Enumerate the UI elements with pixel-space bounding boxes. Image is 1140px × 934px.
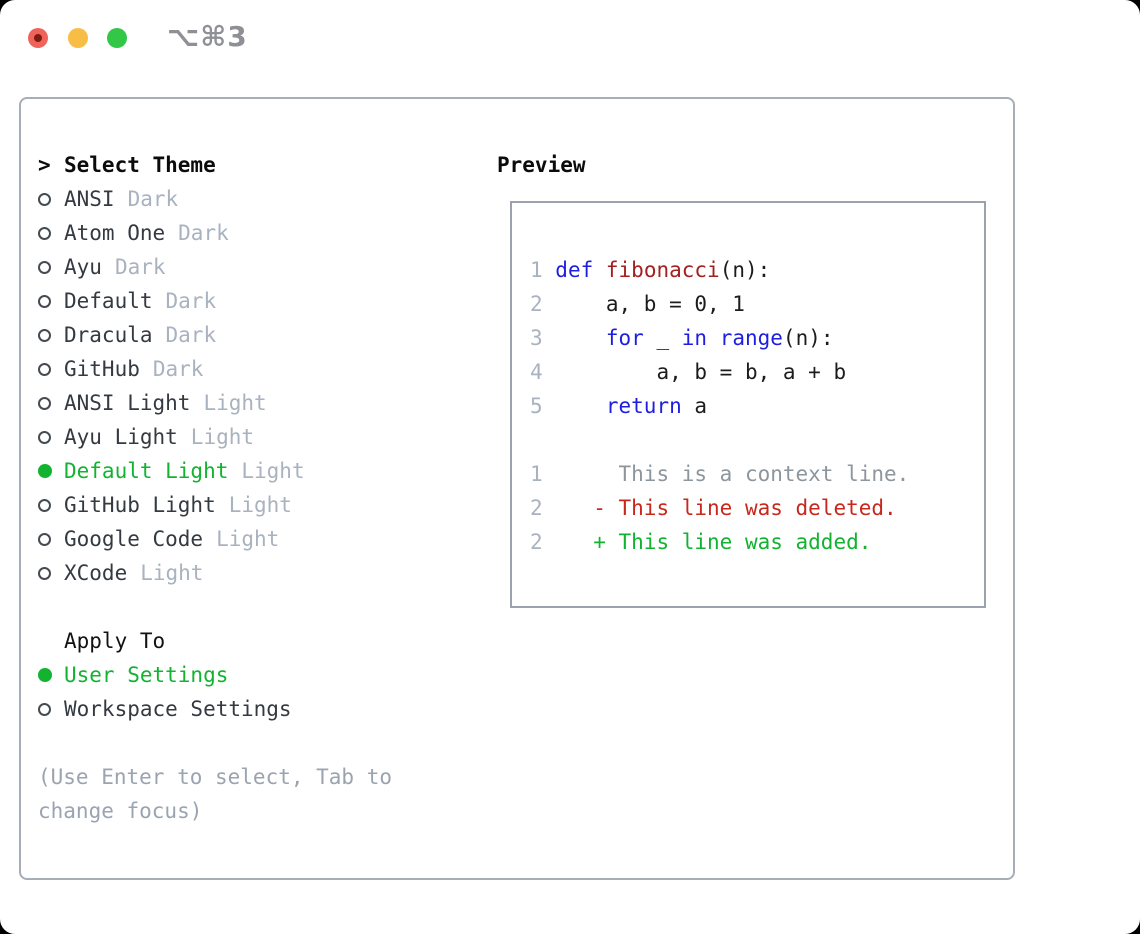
- apply-option[interactable]: Workspace Settings: [38, 692, 462, 726]
- code-line: 5 return a: [530, 394, 708, 418]
- radio-icon: [38, 566, 51, 580]
- theme-option-label: GitHub Light: [64, 493, 216, 517]
- theme-variant-label: Dark: [114, 255, 166, 279]
- theme-option[interactable]: Ayu Light Light: [38, 420, 462, 454]
- theme-option[interactable]: Ayu Dark: [38, 250, 462, 284]
- radio-selected-icon: [38, 464, 52, 478]
- theme-option-label: Google Code: [64, 527, 204, 551]
- radio-icon: [38, 702, 51, 716]
- theme-option-label: ANSI Light: [64, 391, 191, 415]
- theme-option-label: Dracula: [64, 323, 153, 347]
- radio-selected-icon: [38, 668, 52, 682]
- code-line: 2 + This line was added.: [530, 530, 872, 554]
- code-line: 1 This is a context line.: [530, 462, 910, 486]
- code-line: 3 for _ in range(n):: [530, 326, 834, 350]
- code-line: 2 - This line was deleted.: [530, 496, 897, 520]
- radio-icon: [38, 294, 51, 308]
- theme-option[interactable]: ANSI Light Light: [38, 386, 462, 420]
- zoom-button-icon[interactable]: [107, 28, 127, 48]
- code-line: 2 a, b = 0, 1: [530, 292, 745, 316]
- radio-icon: [38, 226, 51, 240]
- theme-option[interactable]: ANSI Dark: [38, 182, 462, 216]
- theme-option-label: GitHub: [64, 357, 140, 381]
- theme-option[interactable]: Dracula Dark: [38, 318, 462, 352]
- theme-option[interactable]: Default Dark: [38, 284, 462, 318]
- apply-option[interactable]: User Settings: [38, 658, 462, 692]
- theme-variant-label: Light: [203, 391, 267, 415]
- minimize-button-icon[interactable]: [68, 28, 88, 48]
- theme-variant-label: Dark: [165, 323, 217, 347]
- theme-variant-label: Light: [216, 527, 280, 551]
- theme-option-label: ANSI: [64, 187, 115, 211]
- apply-option-label: Workspace Settings: [64, 697, 292, 721]
- radio-icon: [38, 430, 51, 444]
- preview-header: Preview: [497, 153, 586, 177]
- theme-option[interactable]: Default Light Light: [38, 454, 462, 488]
- select-theme-header-row: > Select Theme: [38, 148, 462, 182]
- radio-icon: [38, 396, 51, 410]
- apply-to-header: Apply To: [64, 629, 166, 653]
- spacer: [38, 726, 462, 760]
- theme-variant-label: Light: [190, 425, 255, 449]
- radio-icon: [38, 260, 51, 274]
- code-line: 1 def fibonacci(n):: [530, 258, 771, 282]
- theme-variant-label: Light: [228, 493, 292, 517]
- radio-icon: [38, 192, 51, 206]
- apply-option-label: User Settings: [64, 663, 229, 687]
- theme-option[interactable]: GitHub Dark: [38, 352, 462, 386]
- theme-option-label: Atom One: [64, 221, 166, 245]
- theme-variant-label: Dark: [178, 221, 229, 245]
- theme-option-label: Ayu Light: [64, 425, 178, 449]
- radio-icon: [38, 532, 51, 546]
- theme-option[interactable]: XCode Light: [38, 556, 462, 590]
- theme-option-label: Default Light: [64, 459, 229, 483]
- theme-variant-label: Light: [140, 561, 204, 585]
- radio-icon: [38, 498, 51, 512]
- theme-option[interactable]: Atom One Dark: [38, 216, 462, 250]
- focus-caret-icon: >: [38, 153, 51, 177]
- theme-variant-label: Dark: [152, 357, 204, 381]
- close-button-icon[interactable]: [28, 28, 48, 48]
- preview-code: 1 def fibonacci(n): 2 a, b = 0, 1 3 for _ …: [530, 253, 984, 559]
- tui-panel: [19, 97, 1015, 880]
- keyboard-shortcut-label: ⌥⌘3: [167, 20, 248, 53]
- select-theme-header: Select Theme: [64, 153, 216, 177]
- code-line: 4 a, b = b, a + b: [530, 360, 847, 384]
- theme-option[interactable]: Google Code Light: [38, 522, 462, 556]
- theme-option-label: Ayu: [64, 255, 102, 279]
- preview-panel: 1 def fibonacci(n): 2 a, b = 0, 1 3 for _ …: [510, 201, 986, 608]
- radio-icon: [38, 362, 51, 376]
- theme-variant-label: Dark: [165, 289, 217, 313]
- theme-option[interactable]: GitHub Light Light: [38, 488, 462, 522]
- radio-icon: [38, 328, 51, 342]
- window-titlebar: ⌥⌘3: [0, 0, 1140, 76]
- blank-line: [530, 423, 984, 457]
- theme-variant-label: Dark: [127, 187, 179, 211]
- keyboard-hint-text: (Use Enter to select, Tab to change focu…: [38, 765, 393, 823]
- theme-option-label: Default: [64, 289, 153, 313]
- spacer: [38, 590, 462, 624]
- theme-variant-label: Light: [241, 459, 305, 483]
- theme-option-label: XCode: [64, 561, 128, 585]
